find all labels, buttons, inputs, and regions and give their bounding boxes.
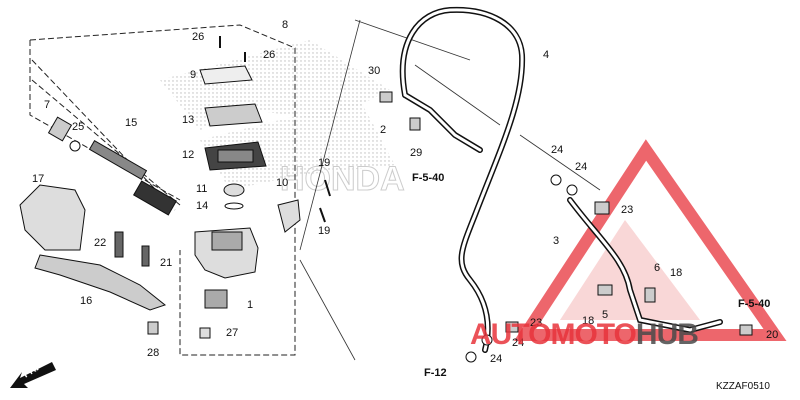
callout-29: 29 xyxy=(410,147,423,159)
callout-1: 1 xyxy=(247,299,254,311)
honda-wing-watermark: HONDA xyxy=(160,40,405,199)
callout-28: 28 xyxy=(147,347,160,359)
callout-26a: 26 xyxy=(192,31,205,43)
callout-24a: 24 xyxy=(551,144,564,156)
callout-26b: 26 xyxy=(263,49,276,61)
callout-3: 3 xyxy=(553,235,560,247)
front-arrow-icon xyxy=(10,362,56,388)
reference-f-5-40-right: F-5-40 xyxy=(738,298,771,310)
callout-19b: 19 xyxy=(318,225,331,237)
callout-23a: 23 xyxy=(621,204,634,216)
callout-2: 2 xyxy=(380,124,387,136)
callout-24c: 24 xyxy=(512,337,525,349)
automotohub-watermark: AUTOMOTOHUB xyxy=(470,318,699,352)
callout-25: 25 xyxy=(72,121,85,133)
callout-4: 4 xyxy=(543,49,550,61)
callout-24d: 24 xyxy=(490,353,503,365)
callout-30: 30 xyxy=(368,65,381,77)
callout-6: 6 xyxy=(654,262,661,274)
callout-23b: 23 xyxy=(530,317,543,329)
triangle-watermark xyxy=(513,139,787,341)
reservoir-parts xyxy=(194,36,331,279)
callout-18a: 18 xyxy=(670,267,683,279)
callout-11: 11 xyxy=(196,183,208,195)
hose-fittings xyxy=(379,91,753,363)
callout-19a: 19 xyxy=(318,157,331,169)
guide-lines xyxy=(299,19,601,361)
watermark-part2: HUB xyxy=(635,318,699,351)
callout-17: 17 xyxy=(32,173,45,185)
reference-f-12: F-12 xyxy=(424,367,447,379)
callout-24b: 24 xyxy=(575,161,588,173)
watermark-part1: AUTOMOTO xyxy=(470,318,637,351)
callout-22: 22 xyxy=(94,237,107,249)
svg-text:HONDA: HONDA xyxy=(280,160,405,198)
callout-13: 13 xyxy=(182,114,195,126)
callout-10: 10 xyxy=(276,177,289,189)
callout-9: 9 xyxy=(190,69,197,81)
callout-14: 14 xyxy=(196,200,209,212)
callout-15: 15 xyxy=(125,117,138,129)
reference-f-5-40-left: F-5-40 xyxy=(412,172,445,184)
callout-20: 20 xyxy=(766,329,779,341)
callout-27: 27 xyxy=(226,327,239,339)
brake-hose-inner xyxy=(401,8,722,352)
callout-5: 5 xyxy=(602,309,609,321)
drawing-code: KZZAF0510 xyxy=(716,381,770,392)
callout-16: 16 xyxy=(80,295,93,307)
callout-8: 8 xyxy=(282,19,289,31)
callout-7: 7 xyxy=(44,99,51,111)
callout-12: 12 xyxy=(182,149,195,161)
callout-21: 21 xyxy=(160,257,173,269)
lever-cover xyxy=(19,184,228,339)
piston-parts xyxy=(47,116,178,216)
callout-18b: 18 xyxy=(582,315,595,327)
